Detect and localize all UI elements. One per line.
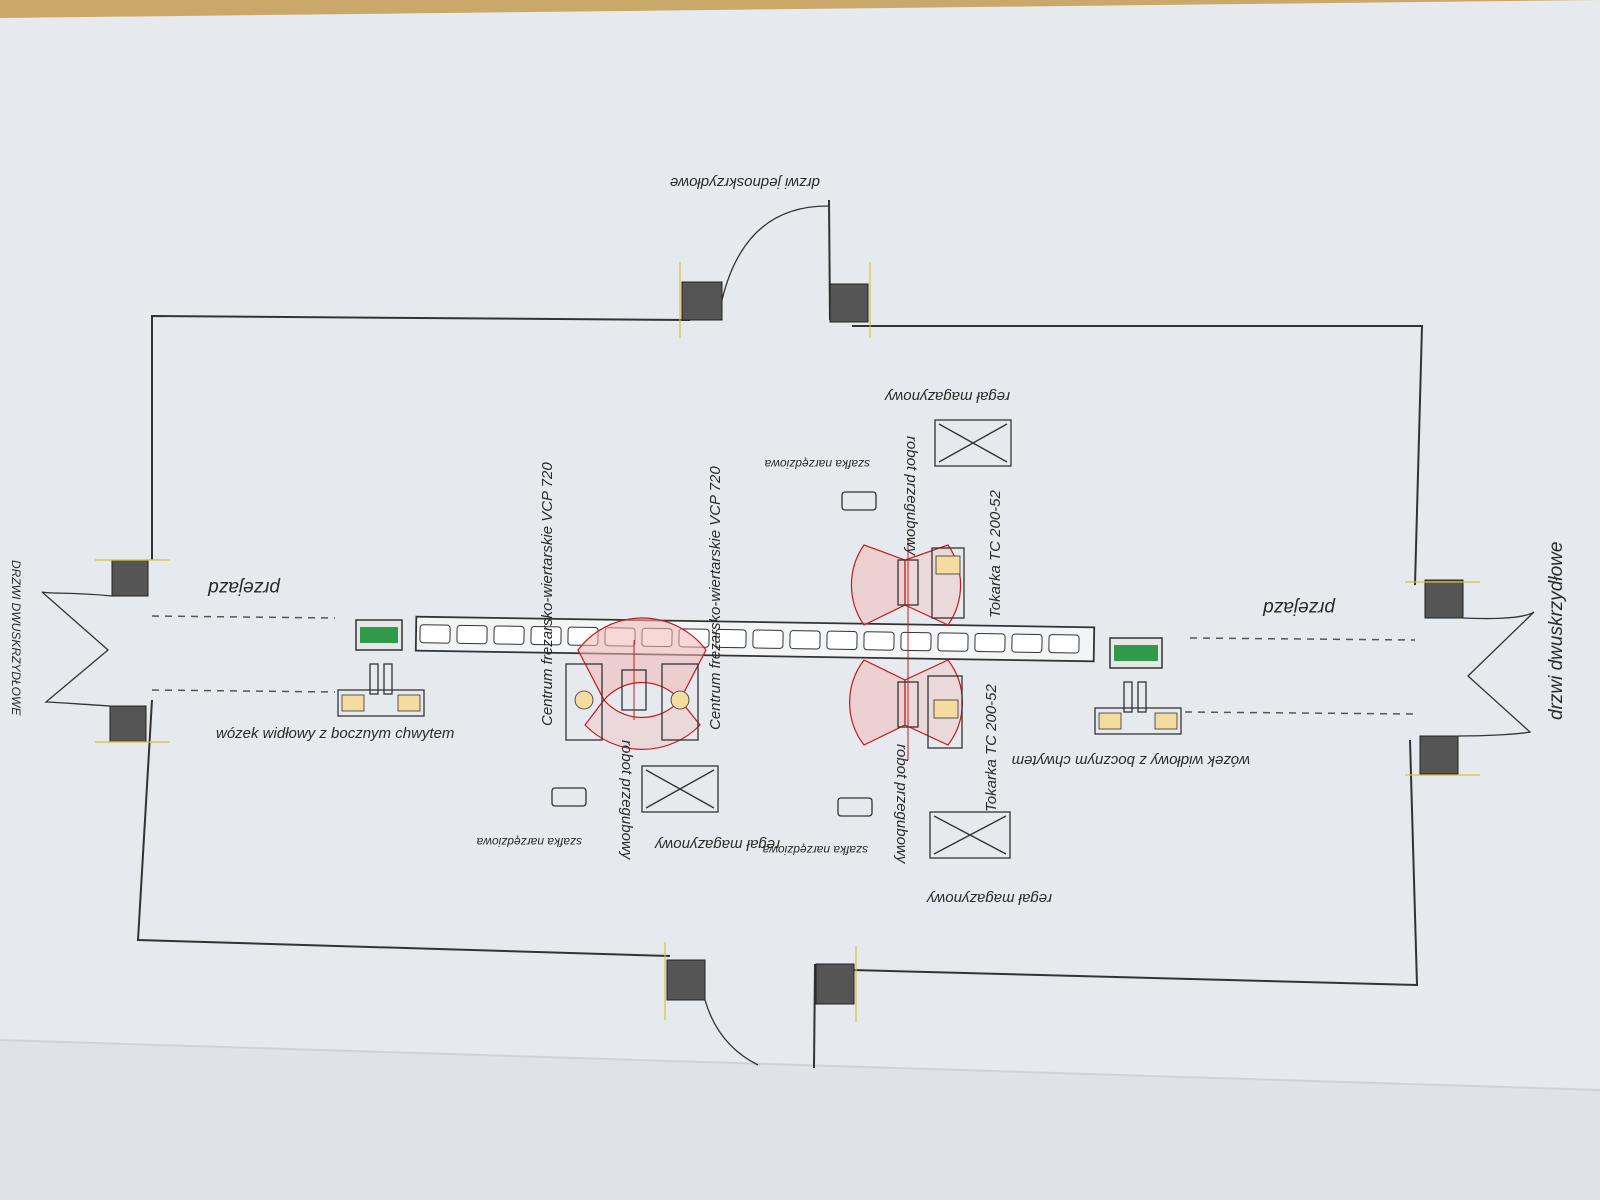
conveyor-cell [493,625,525,645]
conveyor-cell [530,626,562,646]
label-passage-right: przejazd [1262,597,1336,618]
label-door-double-right: drzwi dwuskrzydłowe [1546,542,1567,720]
conveyor-cell [937,632,969,652]
conveyor-cell [900,631,932,652]
conveyor-cell [752,629,784,649]
paper-edge [0,1039,1600,1091]
conveyor-cell [863,631,895,651]
building-walls [136,199,1424,1069]
forklift-left [337,663,425,717]
conveyor-cell [1048,634,1080,654]
rack-box-3 [929,811,1011,859]
label-rack-3: regał magazynowy [925,890,1052,907]
label-door-double-left: DRZWI DWUSKRZYDŁOWE [9,560,23,716]
label-robot-3: robot przegubowy [893,744,910,865]
passage-lines [151,615,1416,715]
robot-zone-mills [565,617,707,750]
conveyor-cell [789,630,821,650]
label-forklift-right: wózek widłowy z bocznym chwytem [1012,752,1250,769]
label-door-single: drzwi jednoskrzydłowe [670,174,820,191]
tool-cabinet-box-3 [837,797,873,817]
label-robot-1: robot przegubowy [903,436,920,557]
double-door-left [41,591,113,707]
double-door-right [1457,611,1535,737]
robot-zone-lathes-bottom [849,650,963,760]
robot-zone-lathes-top [850,540,965,650]
conveyor-cell [1011,633,1043,653]
rack-box-2 [641,765,719,813]
label-tool-cabinet-1: szafka narzędziowa [764,457,870,471]
label-mill-2: Centrum frezarsko-wiertarskie VCP 720 [707,466,724,730]
guide-lines [95,262,1480,1022]
label-lathe-2: Tokarka TC 200-52 [983,683,1000,812]
single-door-bottom [704,999,759,1066]
conveyor-cell [715,628,747,649]
single-door-top [721,205,830,301]
label-passage-left: przejazd [207,577,281,598]
rack-box-1 [934,419,1012,467]
paper-shadow-bottom [0,1040,1600,1200]
label-rack-1: regał magazynowy [883,388,1010,405]
conveyor-cell [456,624,488,645]
forklift-right [1094,681,1182,735]
label-tool-cabinet-2: szafka narzędziowa [476,835,582,849]
cart-left [355,619,403,651]
label-rack-2: regał magazynowy [653,836,780,853]
label-lathe-1: Tokarka TC 200-52 [987,489,1004,618]
label-robot-2: robot przegubowy [618,740,635,861]
conveyor-cell [826,630,858,651]
label-tool-cabinet-3: szafka narzędziowa [762,843,868,857]
tool-cabinet-box-2 [551,787,587,807]
conveyor-cell [974,633,1006,653]
label-mill-1: Centrum frezarsko-wiertarskie VCP 720 [539,462,556,726]
tool-cabinet-box-1 [841,491,877,511]
cart-right [1109,637,1163,669]
conveyor-cell [419,624,451,644]
label-forklift-left: wózek widłowy z bocznym chwytem [216,725,454,742]
